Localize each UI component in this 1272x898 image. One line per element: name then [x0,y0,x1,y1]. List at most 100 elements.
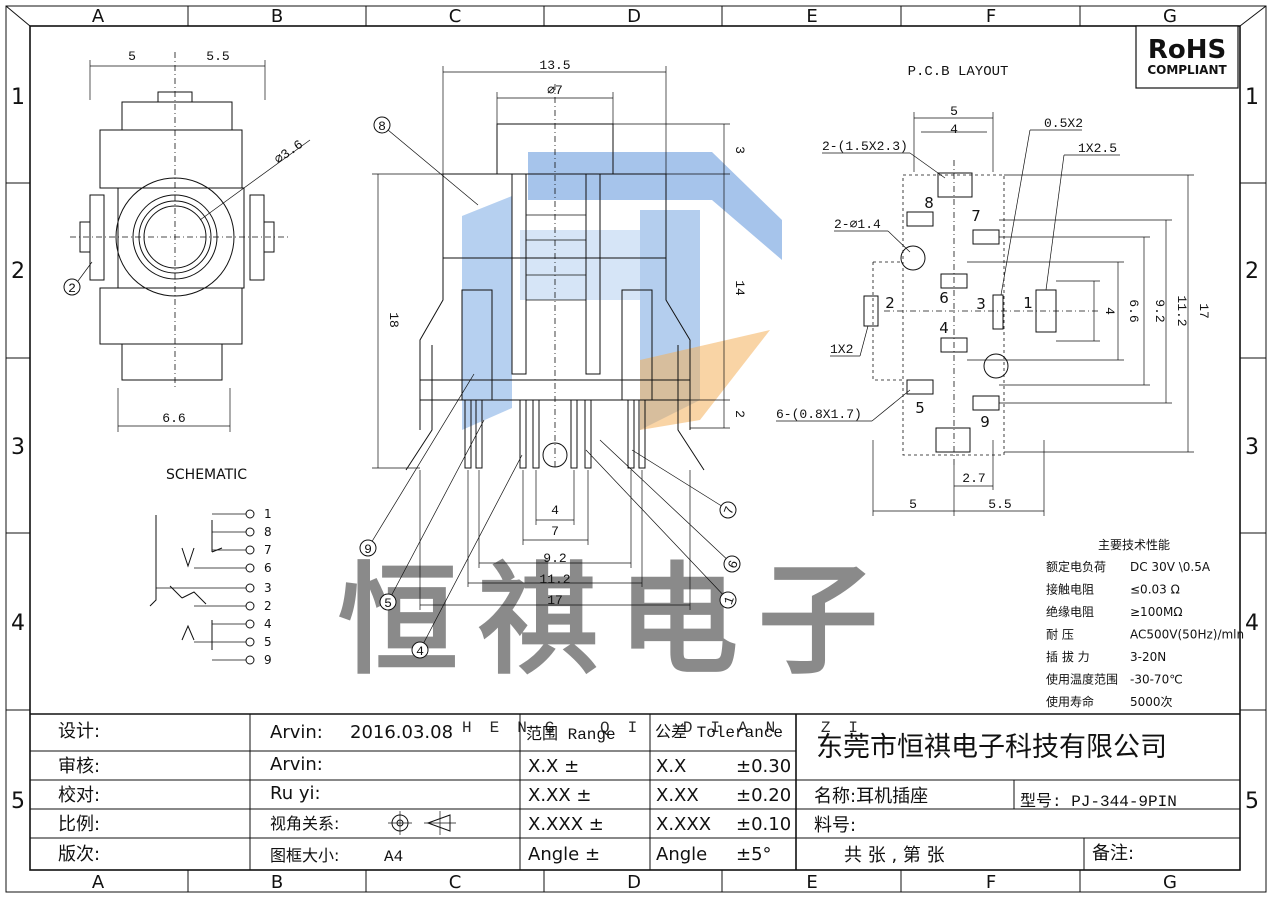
dim-side-bottom-9-2: 9.2 [543,551,566,566]
callout-bubble [359,539,377,557]
dim-pcb-bottom-5-5: 5.5 [988,497,1011,512]
dim-side-pin-height: 2 [732,410,747,418]
pcb-pin-label: 3 [976,295,986,313]
frame-row-label-right: 5 [1245,789,1259,814]
side-pin [475,399,483,469]
schematic-pin-label: 1 [264,507,272,521]
pcb-pin-label: 8 [924,194,934,212]
schematic-pin-label: 3 [264,581,272,595]
callout-leader [631,449,729,511]
schematic-terminal [245,509,255,519]
callout-bubble [411,641,429,659]
side-pin [464,399,472,469]
title-block-label: 审核: [58,756,100,777]
model-number: 型号: PJ-344-9PIN [1020,792,1177,811]
range-entry: X.XXX ± [528,814,604,835]
title-block-label: 设计: [58,721,100,742]
tolerance-label: X.X [656,756,686,777]
dim-pcb-17: 17 [1196,303,1211,319]
frame-col-label-bottom: G [1163,872,1177,893]
side-pin [627,399,635,469]
pcb-pin-label: 4 [939,319,949,337]
frame-col-label-bottom: A [92,872,105,893]
spec-label: 接触电阻 [1046,582,1094,597]
frame-col-label-bottom: C [449,872,462,893]
title-block: 设计:审核:校对:比例:版次: Arvin: 2016.03.08 Arvin:… [30,713,1240,870]
callout-bubble [379,593,397,611]
frame-row-label-left: 1 [11,85,25,110]
designer-name: Arvin: [270,722,323,743]
company-name: 东莞市恒祺电子科技有限公司 [816,732,1167,763]
callout-label: 9 [364,542,372,557]
frame-col-label-top: F [986,6,996,27]
spec-label: 使用温度范围 [1046,672,1118,687]
pcb-pin-label: 6 [939,289,949,307]
dim-pcb-holes-round: 2-⌀1.4 [834,217,881,232]
pcb-pin-label: 1 [1023,294,1033,312]
pcb-layout-view: P.C.B LAYOUT 5 4 0.5X2 1X2.5 2-(1.5X2.3)… [776,64,1211,516]
tolerance-label: Angle [656,844,707,865]
spec-value: 3-20N [1130,650,1166,664]
dim-pcb-9-2: 9.2 [1152,299,1167,322]
dim-pcb-4-vert: 4 [1102,307,1117,315]
side-pin [638,399,646,469]
spec-value: -30-70℃ [1130,673,1183,687]
frame-size-value: A4 [384,848,403,866]
pcb-pin-label: 7 [971,207,981,225]
callout-bubble [373,116,391,134]
dim-pcb-bottom-5: 5 [909,497,917,512]
spec-value: ≤0.03 Ω [1130,583,1180,597]
spec-value: AC500V(50Hz)/mln [1130,628,1244,642]
frame-col-label-top: D [627,6,641,27]
range-header: 范围 Range [526,725,616,744]
sheet-count: 共 张 , 第 张 [844,845,945,866]
frame-row-label-right: 3 [1245,435,1259,460]
pcb-title: P.C.B LAYOUT [908,64,1009,80]
dim-front-width-left: 5 [128,49,136,64]
side-view: 13.5 ⌀7 3 14 2 [359,58,747,659]
rohs-compliant: COMPLIANT [1147,63,1227,77]
dim-side-total-height: 18 [386,312,401,328]
remarks-label: 备注: [1092,843,1134,864]
callout-bubble [723,555,741,573]
dim-front-bottom: 6.6 [162,411,185,426]
title-block-label: 版次: [58,844,100,865]
schematic-terminal [245,527,255,537]
schematic-terminal [245,637,255,647]
dim-side-bottom-11-2: 11.2 [539,572,570,587]
spec-label: 耐 压 [1046,628,1074,642]
pcb-pin-label: 5 [915,399,925,417]
dim-side-top-width: 13.5 [539,58,570,73]
callout-bubble [719,591,737,609]
pcb-pin-label: 9 [980,413,990,431]
callout-leader [419,454,523,651]
projection-symbol [388,811,456,835]
callout-bubble [719,501,737,519]
frame-row-label-left: 3 [11,435,25,460]
frame-row-label-left: 5 [11,789,25,814]
checker-name: Ru yi: [270,783,321,804]
dim-pcb-2-7: 2.7 [962,471,985,486]
frame-col-label-bottom: D [627,872,641,893]
schematic-terminal [245,619,255,629]
rohs-logo: RoHS COMPLIANT [1135,25,1239,89]
callout-leader [387,419,485,603]
tolerance-value: ±0.10 [736,814,791,835]
spec-label: 绝缘电阻 [1046,604,1094,619]
dim-side-top-height: 3 [732,146,747,154]
tolerance-header: 公差 Tolerance [655,723,783,742]
frame-row-label-right: 1 [1245,85,1259,110]
dim-side-bottom-17: 17 [547,593,563,608]
dim-pcb-pad-05x2: 0.5X2 [1044,116,1083,131]
frame-col-label-top: A [92,6,105,27]
dim-front-width-right: 5.5 [206,49,229,64]
schematic-pin-label: 7 [264,543,272,557]
schematic-pin-label: 6 [264,561,272,575]
callout-leader [381,124,479,206]
schematic-title: SCHEMATIC [166,467,247,483]
tolerance-value: ±0.20 [736,785,791,806]
side-pin [584,399,592,469]
schematic-terminal [245,583,255,593]
